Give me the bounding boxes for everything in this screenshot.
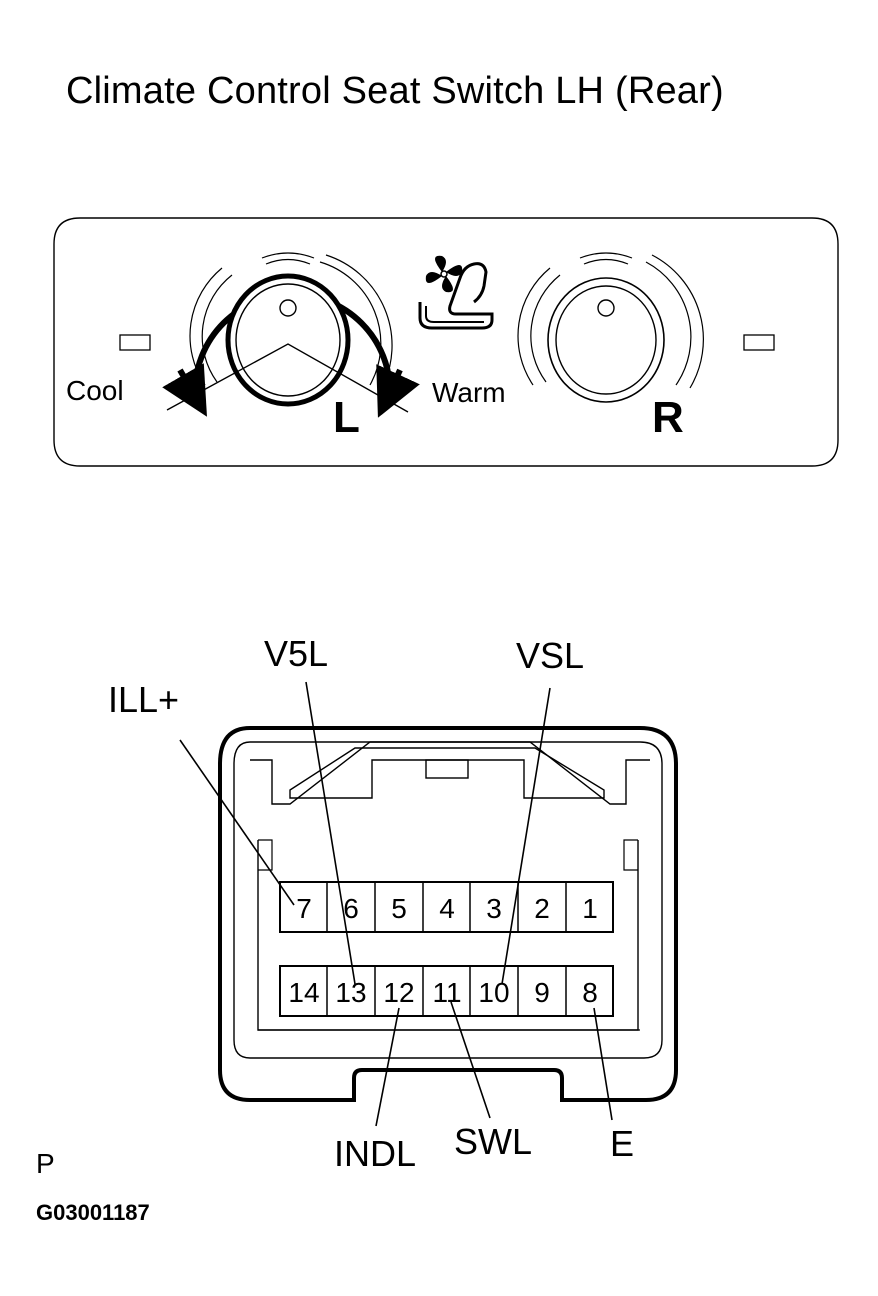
indicator-left: [119, 334, 151, 351]
diagram-title: Climate Control Seat Switch LH (Rear): [66, 70, 724, 112]
page-mark: P: [36, 1148, 55, 1179]
leader-e: [593, 1007, 613, 1121]
callout-swl: SWL: [454, 1121, 532, 1162]
pin-13: 13: [335, 977, 366, 1008]
left-knob-label: L: [333, 393, 360, 442]
callout-vsl: VSL: [516, 635, 584, 676]
pin-9: 9: [534, 977, 550, 1008]
right-knob-label: R: [652, 393, 684, 442]
switch-panel: Cool Warm L R: [53, 217, 839, 467]
warm-label: Warm: [432, 377, 506, 408]
pin-12: 12: [383, 977, 414, 1008]
leader-vsl: [501, 687, 551, 985]
indicator-right: [743, 334, 775, 351]
callouts: ILL+ V5L VSL INDL SWL E: [108, 633, 634, 1174]
pin-3: 3: [486, 893, 502, 924]
pin-11: 11: [432, 977, 461, 1008]
leader-indl: [375, 1007, 400, 1127]
pin-6: 6: [343, 893, 359, 924]
seat-fan-icon: [418, 255, 494, 330]
pin-4: 4: [439, 893, 455, 924]
leader-v5l: [305, 681, 356, 985]
left-temperature-knob[interactable]: [162, 252, 420, 418]
pin-row-top: 7 6 5 4 3 2 1: [279, 881, 614, 933]
callout-v5l: V5L: [264, 633, 328, 674]
pin-1: 1: [582, 893, 598, 924]
pin-14: 14: [288, 977, 319, 1008]
pin-10: 10: [478, 977, 509, 1008]
pin-7: 7: [296, 893, 312, 924]
connector-body: [218, 726, 678, 1102]
callout-ill-plus: ILL+: [108, 679, 179, 720]
pin-2: 2: [534, 893, 550, 924]
pin-5: 5: [391, 893, 407, 924]
cool-label: Cool: [66, 375, 124, 406]
right-temperature-knob[interactable]: [517, 252, 704, 403]
callout-indl: INDL: [334, 1133, 416, 1174]
pin-8: 8: [582, 977, 598, 1008]
leader-ill-plus: [179, 739, 295, 906]
callout-e: E: [610, 1123, 634, 1164]
figure-code: G03001187: [36, 1200, 150, 1225]
leader-swl: [450, 1001, 491, 1119]
pin-row-bottom: 14 13 12 11 10 9 8: [279, 965, 614, 1017]
